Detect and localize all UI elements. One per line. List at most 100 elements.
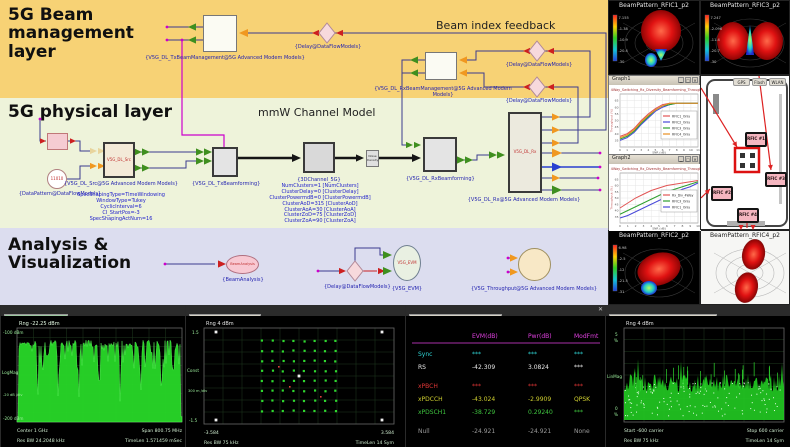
block-rx-beamforming[interactable]	[423, 137, 457, 172]
maximize-icon[interactable]: □	[685, 77, 691, 83]
plot-text: 5	[658, 224, 660, 228]
plot-text: Const	[187, 368, 199, 373]
graph2-title: Graph2	[612, 155, 631, 161]
close-icon[interactable]: ✕	[692, 77, 698, 83]
plot-text: 10	[689, 148, 693, 152]
phone-button-wlan[interactable]: WLAN	[769, 78, 786, 86]
label-delay-1: {Delay@DataFlowModels}	[294, 44, 362, 50]
block-tx-beam-management[interactable]	[203, 15, 237, 52]
plot-text: LinMag	[607, 374, 622, 379]
minimize-icon[interactable]: ▁	[678, 77, 684, 83]
maximize-icon[interactable]: □	[685, 156, 691, 162]
v5g-dl-rx-name: V5G_DL_Rx	[513, 149, 537, 155]
plot-text: 10	[696, 224, 700, 228]
v5g-evm-name: V5G_EVM	[397, 259, 417, 265]
plot-text: 35	[615, 138, 619, 142]
plot-text: Throughput (%)	[610, 186, 614, 211]
param-line: SpecShapingActNum=16	[89, 215, 153, 222]
label-tx-beam-management: {V5G_DL_TxBeamManagement@5G Advanced Mod…	[145, 55, 305, 61]
plot-text: 11	[696, 148, 700, 152]
block-v5g-throughput[interactable]	[518, 248, 551, 281]
plot-text: 40	[615, 132, 619, 136]
beam-pattern-rfic1-panel[interactable]: BeamPattern_RFIC1_p2 7.155-1.38-10.9-20.…	[608, 0, 700, 75]
plot-text: 1.5	[192, 330, 199, 335]
plot-text: 35	[615, 215, 619, 219]
plot-text: 55	[615, 190, 619, 194]
beam-pattern-rfic3-panel[interactable]: BeamPattern_RFIC3_p2 7.247-2.096-11.4-20…	[700, 0, 790, 75]
plot-text: 3.0824	[528, 364, 549, 371]
graph1-window-buttons[interactable]: ▁□✕	[677, 77, 698, 84]
plot-text: 40	[615, 209, 619, 213]
block-impairments[interactable]	[47, 133, 68, 150]
label-data-pattern: {DataPattern@DataFlowModels}	[18, 191, 102, 197]
graph1-titlebar[interactable]: Graph1 ▁□✕	[609, 76, 699, 85]
plot-text: -12	[619, 268, 625, 272]
plot-text: 4Way_Switching_Rx_Diversity_Beamforming_…	[611, 167, 701, 171]
plot-text: 7.155	[619, 16, 629, 20]
plot-text: 9	[683, 148, 685, 152]
spectrum-window[interactable]: A: Ch1 Spectrum▾ Rng -22.25 dBm-100 dBmL…	[0, 305, 186, 447]
plot-text: Null	[418, 428, 430, 435]
phone-button-flash[interactable]: Flash	[752, 78, 767, 86]
beam-pattern-rfic4-panel[interactable]: BeamPattern_RFIC4_p2	[700, 230, 790, 305]
v5g-dl-src-name: V5G_DL_Src	[107, 156, 131, 162]
plot-text: 300 m /div	[188, 389, 208, 393]
phone-button-gps[interactable]: GPS	[733, 78, 750, 86]
plot-text: -100 dBm	[3, 330, 23, 335]
plot-text: 4	[647, 148, 649, 152]
plot-text: LogMag	[2, 370, 19, 375]
label-delay-3: {Delay@DataFlowModels}	[505, 98, 573, 104]
block-3d-channel[interactable]	[303, 142, 335, 173]
err-vect-spectrum-window[interactable]: B: Layer1 OFDM Err Vect Spectrum Rng 4 d…	[605, 305, 790, 447]
rfic-chip-1[interactable]: RFIC #1	[745, 132, 767, 147]
constellation-window[interactable]: A: Layer1 OFDM Meas Rng 4 dBm1.5Const300…	[185, 305, 406, 447]
plot-text: -30	[619, 60, 626, 64]
plot-text: ***	[574, 351, 583, 358]
plot-text: 45	[615, 202, 619, 206]
plot-text: 55	[615, 112, 619, 116]
plot-text: Rng -22.25 dBm	[19, 321, 60, 327]
block-v5g-dl-src[interactable]: V5G_DL_Src	[103, 142, 135, 178]
plot-text: RFIC3_Only	[672, 126, 690, 130]
param-line: CI_StartPos=-3	[102, 209, 140, 216]
physical-channels-window[interactable]: F: Ch1 Physical Channels Info ✕ EVM(dB)P…	[405, 305, 606, 447]
rfic-chip-4[interactable]: RFIC #4	[737, 208, 759, 223]
plot-text: -43.024	[472, 396, 495, 403]
plot-text: RFIC2_Only	[672, 120, 690, 124]
label-delay-2: {Delay@DataFlowModels}	[505, 62, 573, 68]
feedback-label: Beam index feedback	[436, 19, 556, 32]
plot-text: ***	[528, 383, 537, 390]
plot-text: 65	[615, 177, 619, 181]
rfic-chip-2[interactable]: RFIC #3	[765, 172, 787, 187]
plot-text: Start -600 carrier	[624, 428, 664, 434]
plot-text: Rng 4 dBm	[206, 321, 234, 327]
block-data-pattern[interactable]: 11010	[47, 169, 67, 189]
plot-text: RFIC1_Only	[672, 205, 690, 209]
minimize-icon[interactable]: ▁	[678, 156, 684, 162]
plot-text: -10.9	[619, 38, 629, 42]
plot-text: -2.9909	[528, 396, 551, 403]
plot-text: SNR (dB)	[652, 227, 666, 231]
block-v5g-evm[interactable]: V5G_EVM	[393, 245, 421, 281]
block-beam-analysis[interactable]: BeamAnalysis	[226, 255, 259, 274]
plot-text: None	[574, 428, 590, 435]
block-rx-beam-management[interactable]	[425, 52, 457, 80]
block-tx-beamforming[interactable]	[212, 147, 238, 177]
beam-pattern-rfic2-panel[interactable]: BeamPattern_RFIC2_p2 6.98-2.5-12-21.5-31	[608, 230, 700, 305]
label-rx-beam-management: {V5G_DL_RxBeamManagement@5G Advanced Mod…	[374, 86, 512, 99]
graph2-window-buttons[interactable]: ▁□✕	[677, 156, 698, 163]
block-noise-density[interactable]: Noise Density	[366, 150, 379, 167]
physical-layer-title: 5G physical layer	[8, 102, 173, 122]
plot-text: 9	[689, 224, 691, 228]
plot-text: xPBCH	[418, 383, 438, 390]
rfic-chip-3[interactable]: RFIC #2	[711, 186, 733, 201]
close-icon[interactable]: ✕	[597, 306, 603, 313]
close-icon[interactable]: ✕	[692, 156, 698, 162]
plot-text: 60	[615, 184, 619, 188]
graph2-titlebar[interactable]: Graph2 ▁□✕	[609, 155, 699, 164]
block-v5g-dl-rx[interactable]: V5G_DL_Rx	[508, 112, 542, 193]
